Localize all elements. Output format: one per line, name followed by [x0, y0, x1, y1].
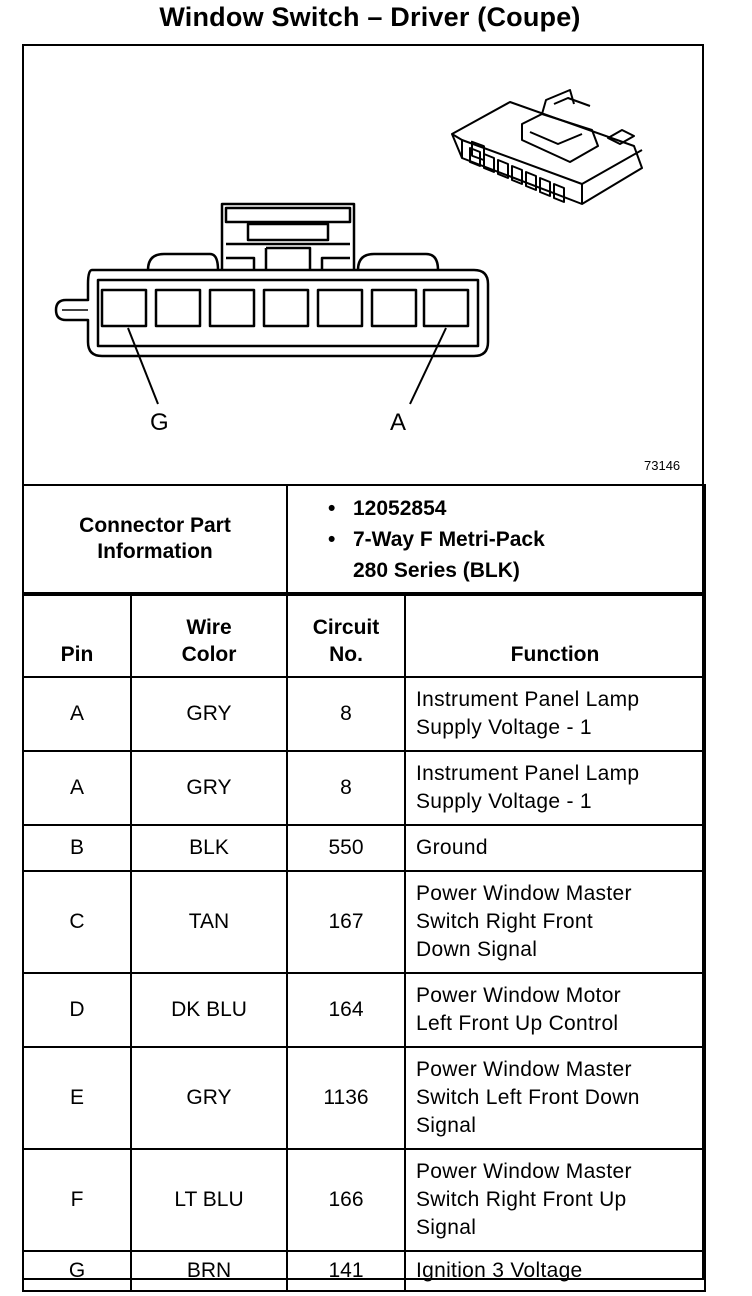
wire-color-cell: DK BLU	[130, 972, 288, 1048]
circuit-cell: 141	[286, 1250, 406, 1292]
part-number: 12052854	[353, 496, 447, 520]
pin-cell: F	[22, 1148, 132, 1252]
function-line: Switch Right Front Up	[416, 1188, 627, 1211]
connector-series: 280 Series (BLK)	[353, 558, 520, 582]
function-line: Left Front Up Control	[416, 1012, 619, 1035]
circuit-cell: 8	[286, 676, 406, 752]
wire-color-cell: LT BLU	[130, 1148, 288, 1252]
pin-cell: E	[22, 1046, 132, 1150]
function-line: Supply Voltage - 1	[416, 716, 592, 739]
connector-info-table: Connector Part Information • 12052854 • …	[22, 484, 706, 594]
function-cell: Ground	[404, 824, 706, 872]
function-line: Power Window Motor	[416, 984, 621, 1007]
function-line: Ground	[416, 836, 488, 859]
circuit-cell: 167	[286, 870, 406, 974]
function-line: Supply Voltage - 1	[416, 790, 592, 813]
header-circuit-line1: Circuit	[312, 616, 380, 639]
circuit-cell: 8	[286, 750, 406, 826]
connector-info-list: • 12052854 • 7-Way F Metri-Pack 280 Seri…	[286, 484, 706, 594]
wire-color-cell: GRY	[130, 750, 288, 826]
header-function-text: Function	[510, 643, 600, 666]
wire-color-cell: BLK	[130, 824, 288, 872]
header-pin: Pin	[22, 594, 132, 678]
function-line: Power Window Master	[416, 882, 632, 905]
circuit-cell: 550	[286, 824, 406, 872]
wire-color-cell: GRY	[130, 1046, 288, 1150]
page-title: Window Switch – Driver (Coupe)	[159, 2, 581, 32]
connector-info-item-cont: 280 Series (BLK)	[328, 555, 704, 586]
pin-cell: A	[22, 676, 132, 752]
function-line: Instrument Panel Lamp	[416, 688, 640, 711]
circuit-cell: 166	[286, 1148, 406, 1252]
connector-info-label-line2: Information	[97, 540, 213, 563]
pin-cell: D	[22, 972, 132, 1048]
header-function: Function	[404, 594, 706, 678]
header-circuit-line2: No.	[329, 643, 363, 666]
pin-cell: G	[22, 1250, 132, 1292]
bullet-icon: •	[328, 527, 336, 551]
pin-cell: A	[22, 750, 132, 826]
header-wire-color-line2: Color	[181, 643, 237, 666]
function-line: Ignition 3 Voltage	[416, 1259, 583, 1282]
function-line: Power Window Master	[416, 1160, 632, 1183]
connector-diagram: G A 73146	[22, 44, 704, 484]
function-line: Signal	[416, 1216, 477, 1239]
bullet-icon: •	[328, 496, 336, 520]
function-line: Power Window Master	[416, 1058, 632, 1081]
header-wire-color: Wire Color	[130, 594, 288, 678]
circuit-cell: 1136	[286, 1046, 406, 1150]
function-line: Signal	[416, 1114, 477, 1137]
pin-label-left: G	[150, 409, 169, 436]
pin-cell: C	[22, 870, 132, 974]
function-line: Instrument Panel Lamp	[416, 762, 640, 785]
header-wire-color-line1: Wire	[186, 616, 232, 639]
header-circuit-no: Circuit No.	[286, 594, 406, 678]
pin-label-right: A	[390, 409, 406, 436]
function-line: Down Signal	[416, 938, 538, 961]
connector-info-label-line1: Connector Part	[79, 514, 231, 537]
function-line: Switch Left Front Down	[416, 1086, 640, 1109]
function-cell: Ignition 3 Voltage	[404, 1250, 706, 1292]
pin-cell: B	[22, 824, 132, 872]
wire-color-cell: TAN	[130, 870, 288, 974]
figure-number: 73146	[644, 458, 680, 473]
circuit-cell: 164	[286, 972, 406, 1048]
connector-type: 7-Way F Metri-Pack	[353, 527, 545, 551]
connector-info-label: Connector Part Information	[22, 484, 288, 594]
pinout-header-row: Pin Wire Color Circuit No. Function	[22, 594, 706, 678]
connector-drawing: G A 73146	[54, 89, 680, 473]
wire-color-cell: BRN	[130, 1250, 288, 1292]
header-pin-text: Pin	[60, 643, 94, 666]
connector-info-item: • 7-Way F Metri-Pack	[328, 524, 704, 555]
function-line: Switch Right Front	[416, 910, 593, 933]
connector-info-item: • 12052854	[328, 493, 704, 524]
wire-color-cell: GRY	[130, 676, 288, 752]
